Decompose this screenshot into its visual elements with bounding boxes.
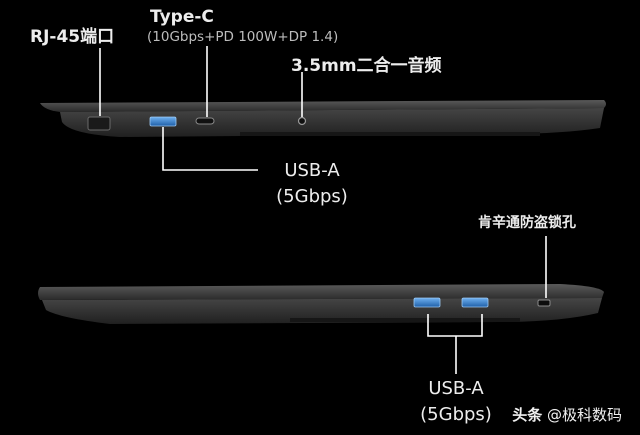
kensington-label: 肯辛通防盗锁孔 xyxy=(478,215,576,231)
rj45-label: RJ-45端口 xyxy=(30,27,115,47)
usb-label-bottom-name: USB-A xyxy=(428,378,484,399)
usb-label-bottom: USB-A (5Gbps) xyxy=(404,376,508,428)
bottom-vent xyxy=(290,318,520,322)
rj45-port xyxy=(87,116,111,131)
usb-label-top-name: USB-A xyxy=(284,160,340,181)
bottom-lid xyxy=(38,284,604,300)
audio-jack xyxy=(297,116,307,126)
typec-spec: (10Gbps+PD 100W+DP 1.4) xyxy=(147,29,339,45)
typec-label: Type-C xyxy=(150,7,214,27)
usb-a-port-bottom-1 xyxy=(413,297,441,308)
watermark: 头条 @极科数码 xyxy=(512,404,622,425)
bottom-leader-lines xyxy=(427,236,547,374)
top-base xyxy=(60,108,604,137)
usb-label-top-spec: (5Gbps) xyxy=(276,186,348,207)
top-leader-lines xyxy=(99,46,303,171)
top-laptop-profile xyxy=(40,100,606,137)
watermark-handle: @极科数码 xyxy=(546,406,622,424)
top-lid xyxy=(40,100,606,112)
bottom-laptop-profile xyxy=(38,284,604,324)
type-c-port xyxy=(195,117,215,125)
usb-label-bottom-spec: (5Gbps) xyxy=(420,404,492,425)
usb-label-top: USB-A (5Gbps) xyxy=(262,158,362,210)
top-vent xyxy=(240,132,540,136)
usb-a-port-bottom-2 xyxy=(461,297,489,308)
usb-a-port-top xyxy=(149,116,177,127)
watermark-prefix: 头条 xyxy=(512,406,543,424)
kensington-lock-slot xyxy=(537,299,551,307)
audio-label: 3.5mm二合一音频 xyxy=(291,56,442,76)
